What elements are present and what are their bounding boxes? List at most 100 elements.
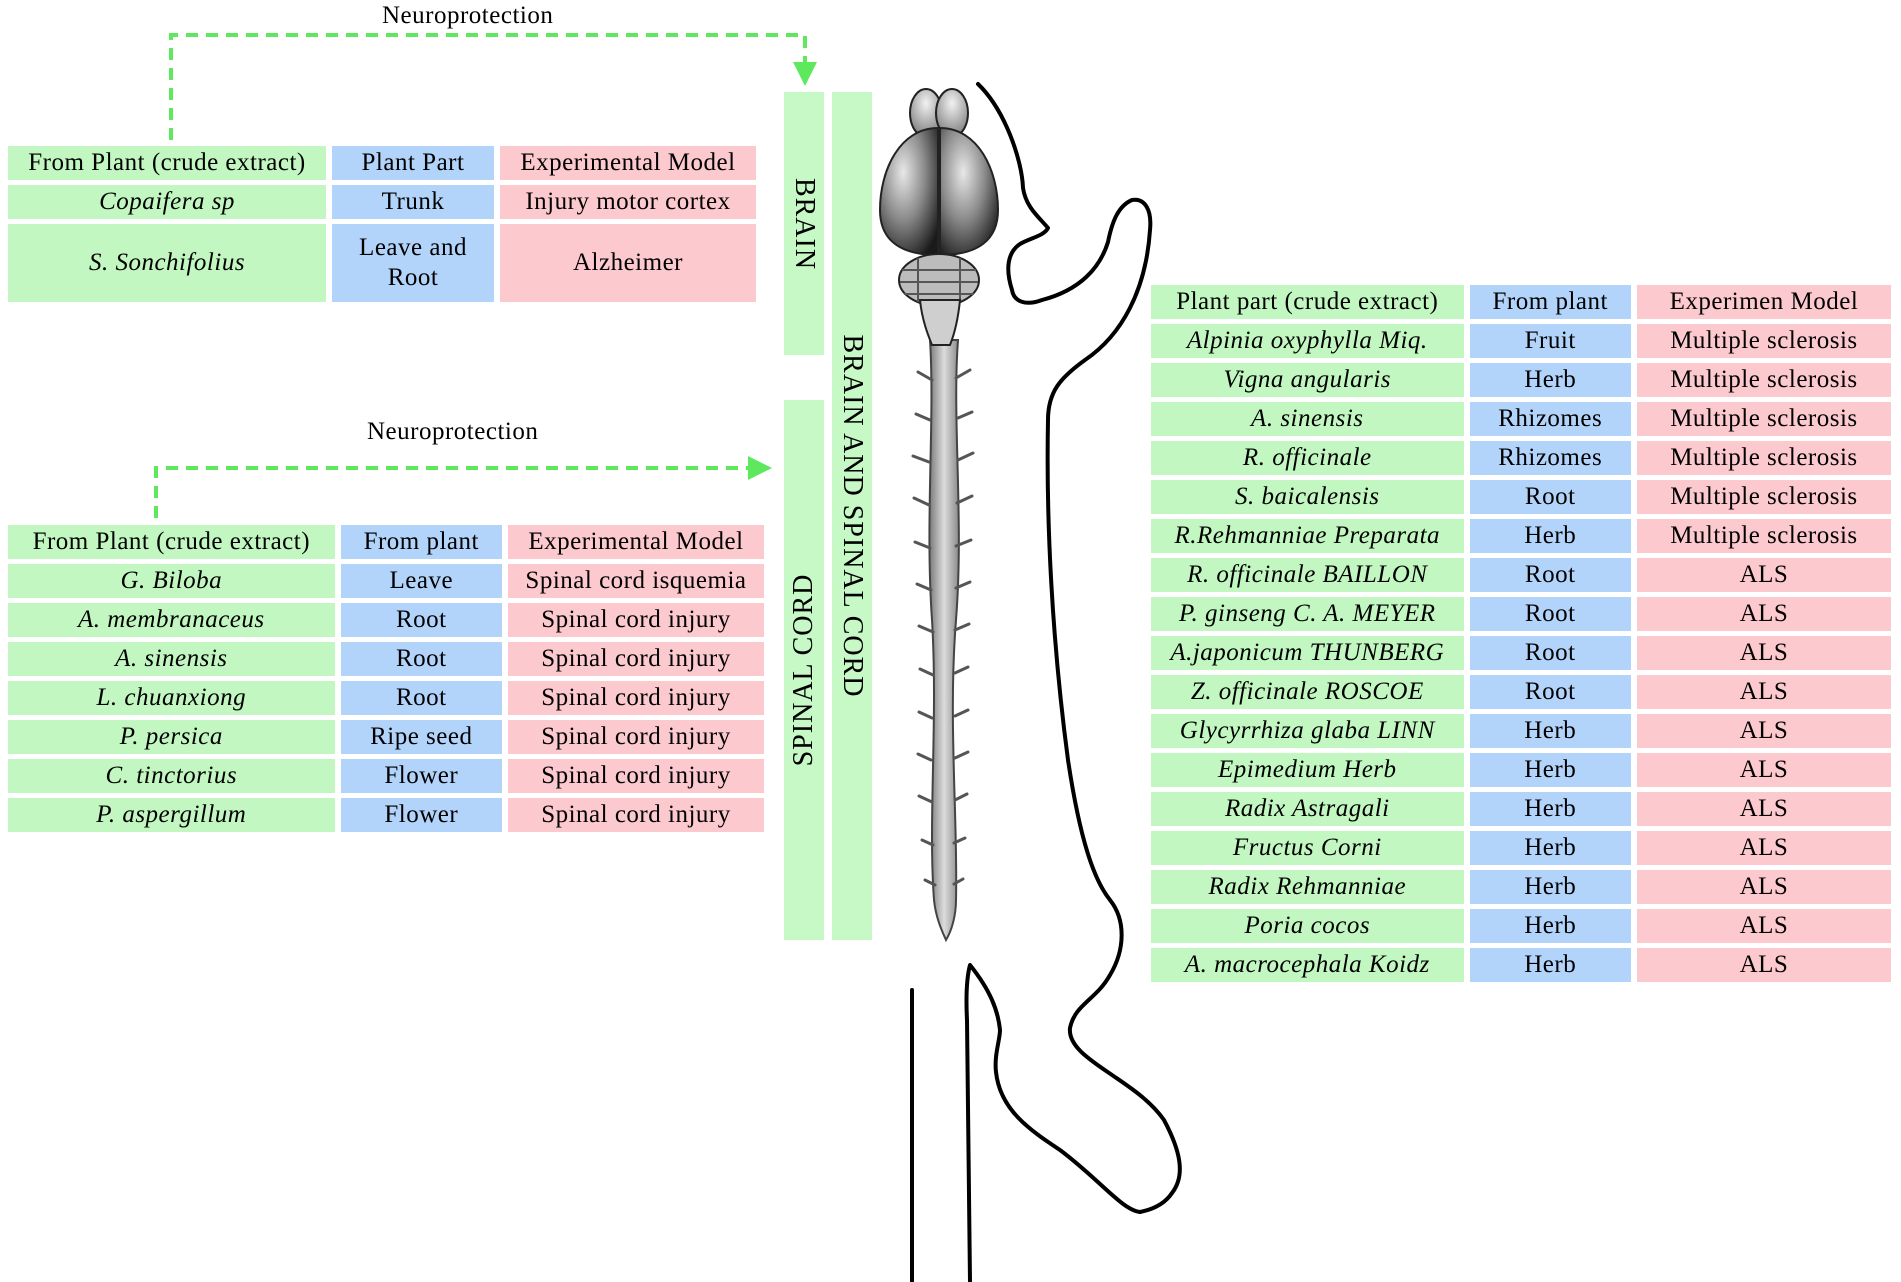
plant-cell: Epimedium Herb bbox=[1151, 753, 1464, 787]
part-cell: Ripe seed bbox=[340, 720, 502, 754]
model-cell: Multiple sclerosis bbox=[1636, 519, 1891, 553]
part-cell: Root bbox=[1469, 597, 1631, 631]
part-cell: Flower bbox=[340, 798, 502, 832]
plant-cell: Copaifera sp bbox=[8, 185, 326, 219]
plant-cell: A.japonicum THUNBERG bbox=[1151, 636, 1464, 670]
plant-cell: P. persica bbox=[8, 720, 335, 754]
plant-cell: R. officinale bbox=[1151, 441, 1464, 475]
plant-cell: Radix Rehmanniae bbox=[1151, 870, 1464, 904]
model-cell: Multiple sclerosis bbox=[1636, 363, 1891, 397]
table-row: P. aspergillum Flower Spinal cord injury bbox=[8, 798, 764, 832]
spinal-cord-region-label: SPINAL CORD bbox=[788, 573, 819, 767]
part-cell: Fruit bbox=[1469, 324, 1631, 358]
plant-cell: S. baicalensis bbox=[1151, 480, 1464, 514]
plant-cell: P. ginseng C. A. MEYER bbox=[1151, 597, 1464, 631]
part-cell: Root bbox=[1469, 558, 1631, 592]
plant-cell: S. Sonchifolius bbox=[8, 224, 326, 302]
model-cell: ALS bbox=[1636, 675, 1891, 709]
model-cell: ALS bbox=[1636, 792, 1891, 826]
brain-icon bbox=[878, 88, 1000, 346]
model-cell: Multiple sclerosis bbox=[1636, 441, 1891, 475]
model-cell: Spinal cord injury bbox=[507, 759, 764, 793]
model-cell: ALS bbox=[1636, 558, 1891, 592]
part-cell: Root bbox=[1469, 480, 1631, 514]
part-cell: Herb bbox=[1469, 714, 1631, 748]
plant-cell: G. Biloba bbox=[8, 564, 335, 598]
table-row: A. sinensis Root Spinal cord injury bbox=[8, 642, 764, 676]
part-cell: Herb bbox=[1469, 753, 1631, 787]
model-cell: Spinal cord injury bbox=[507, 681, 764, 715]
part-cell: Herb bbox=[1469, 909, 1631, 943]
part-cell: Rhizomes bbox=[1469, 402, 1631, 436]
plant-cell: P. aspergillum bbox=[8, 798, 335, 832]
part-cell: Flower bbox=[340, 759, 502, 793]
model-cell: Multiple sclerosis bbox=[1636, 402, 1891, 436]
table-header-row: Plant part (crude extract) From plant Ex… bbox=[1151, 285, 1891, 319]
header-plant: Plant part (crude extract) bbox=[1151, 285, 1464, 319]
part-cell: Herb bbox=[1469, 792, 1631, 826]
neuroprotection-label-top: Neuroprotection bbox=[382, 2, 554, 29]
plant-cell: A. sinensis bbox=[1151, 402, 1464, 436]
model-cell: Spinal cord injury bbox=[507, 720, 764, 754]
plant-cell: A. membranaceus bbox=[8, 603, 335, 637]
part-cell: Herb bbox=[1469, 948, 1631, 982]
rat-body-outline-icon bbox=[910, 82, 1182, 1282]
model-cell: Spinal cord isquemia bbox=[507, 564, 764, 598]
part-cell: Root bbox=[1469, 636, 1631, 670]
model-cell: Injury motor cortex bbox=[500, 185, 756, 219]
table-row: A. membranaceus Root Spinal cord injury bbox=[8, 603, 764, 637]
model-cell: ALS bbox=[1636, 831, 1891, 865]
plant-cell: R. officinale BAILLON bbox=[1151, 558, 1464, 592]
part-cell: Root bbox=[340, 603, 502, 637]
model-cell: Multiple sclerosis bbox=[1636, 324, 1891, 358]
model-cell: ALS bbox=[1636, 636, 1891, 670]
plant-cell: R.Rehmanniae Preparata bbox=[1151, 519, 1464, 553]
header-model: Experimental Model bbox=[500, 146, 756, 180]
part-cell: Root bbox=[340, 681, 502, 715]
header-part: From plant bbox=[1469, 285, 1631, 319]
table-header-row: From Plant (crude extract) From plant Ex… bbox=[8, 525, 764, 559]
model-cell: Spinal cord injury bbox=[507, 642, 764, 676]
plant-cell: Glycyrrhiza glaba LINN bbox=[1151, 714, 1464, 748]
brain-and-spinal-cord-region-label: BRAIN AND SPINAL CORD bbox=[837, 334, 868, 698]
part-cell: Rhizomes bbox=[1469, 441, 1631, 475]
plant-cell: Alpinia oxyphylla Miq. bbox=[1151, 324, 1464, 358]
spinal-cord-icon bbox=[911, 339, 975, 943]
plant-cell: C. tinctorius bbox=[8, 759, 335, 793]
plant-cell: A. macrocephala Koidz bbox=[1151, 948, 1464, 982]
part-cell: Herb bbox=[1469, 870, 1631, 904]
model-cell: Spinal cord injury bbox=[507, 603, 764, 637]
model-cell: ALS bbox=[1636, 597, 1891, 631]
model-cell: ALS bbox=[1636, 714, 1891, 748]
table-row: L. chuanxiong Root Spinal cord injury bbox=[8, 681, 764, 715]
part-cell: Herb bbox=[1469, 519, 1631, 553]
header-model: Experimen Model bbox=[1636, 285, 1891, 319]
table-row: G. Biloba Leave Spinal cord isquemia bbox=[8, 564, 764, 598]
model-cell: ALS bbox=[1636, 753, 1891, 787]
dashed-arrow-icon bbox=[154, 33, 807, 518]
brain-and-spinal-cord-extracts-table: Plant part (crude extract) From plant Ex… bbox=[1145, 280, 1897, 987]
part-cell: Herb bbox=[1469, 831, 1631, 865]
part-cell: Root bbox=[340, 642, 502, 676]
table-row: C. tinctorius Flower Spinal cord injury bbox=[8, 759, 764, 793]
header-plant: From Plant (crude extract) bbox=[8, 525, 335, 559]
model-cell: Multiple sclerosis bbox=[1636, 480, 1891, 514]
part-cell: Herb bbox=[1469, 363, 1631, 397]
model-cell: ALS bbox=[1636, 909, 1891, 943]
